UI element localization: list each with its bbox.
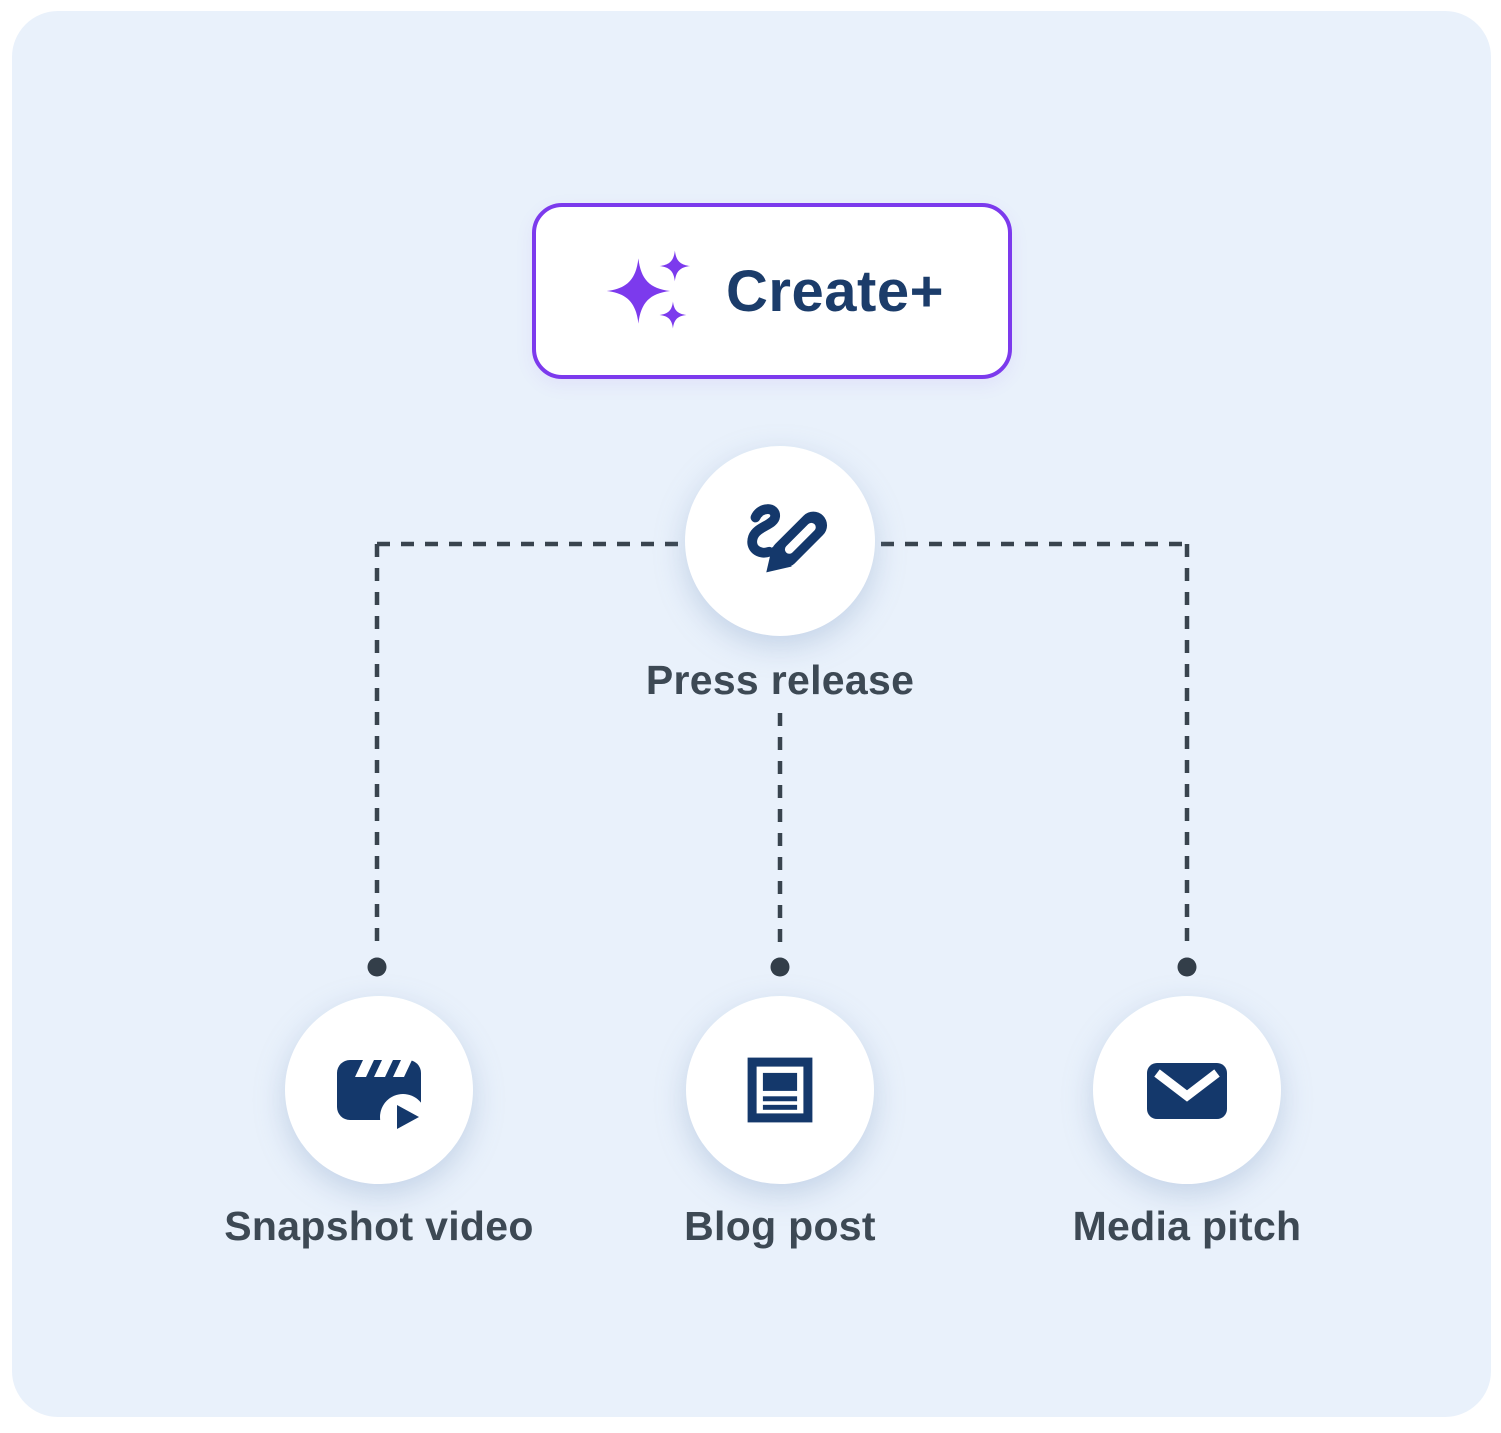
article-icon	[747, 1057, 813, 1123]
clapperboard-play-icon	[337, 1060, 426, 1140]
connector-dot-right	[1177, 957, 1197, 977]
pencil-squiggle-icon	[747, 504, 828, 573]
create-plus-label: Create+	[726, 258, 944, 324]
node-snapshot-video-label: Snapshot video	[224, 1203, 534, 1249]
node-media-pitch	[1093, 996, 1281, 1184]
node-snapshot-video	[285, 996, 473, 1184]
node-press-release	[685, 446, 875, 636]
node-blog-post	[686, 996, 874, 1184]
node-media-pitch-label: Media pitch	[1072, 1203, 1302, 1249]
connector-dot-middle	[770, 957, 790, 977]
create-plus-button[interactable]: Create+	[532, 203, 1012, 379]
sparkles-icon	[606, 250, 691, 329]
connector-dot-left	[367, 957, 387, 977]
node-blog-post-label: Blog post	[684, 1203, 876, 1249]
diagram-card: Create+ Press release	[12, 11, 1491, 1417]
envelope-icon	[1147, 1063, 1227, 1119]
node-press-release-label: Press release	[645, 657, 915, 703]
